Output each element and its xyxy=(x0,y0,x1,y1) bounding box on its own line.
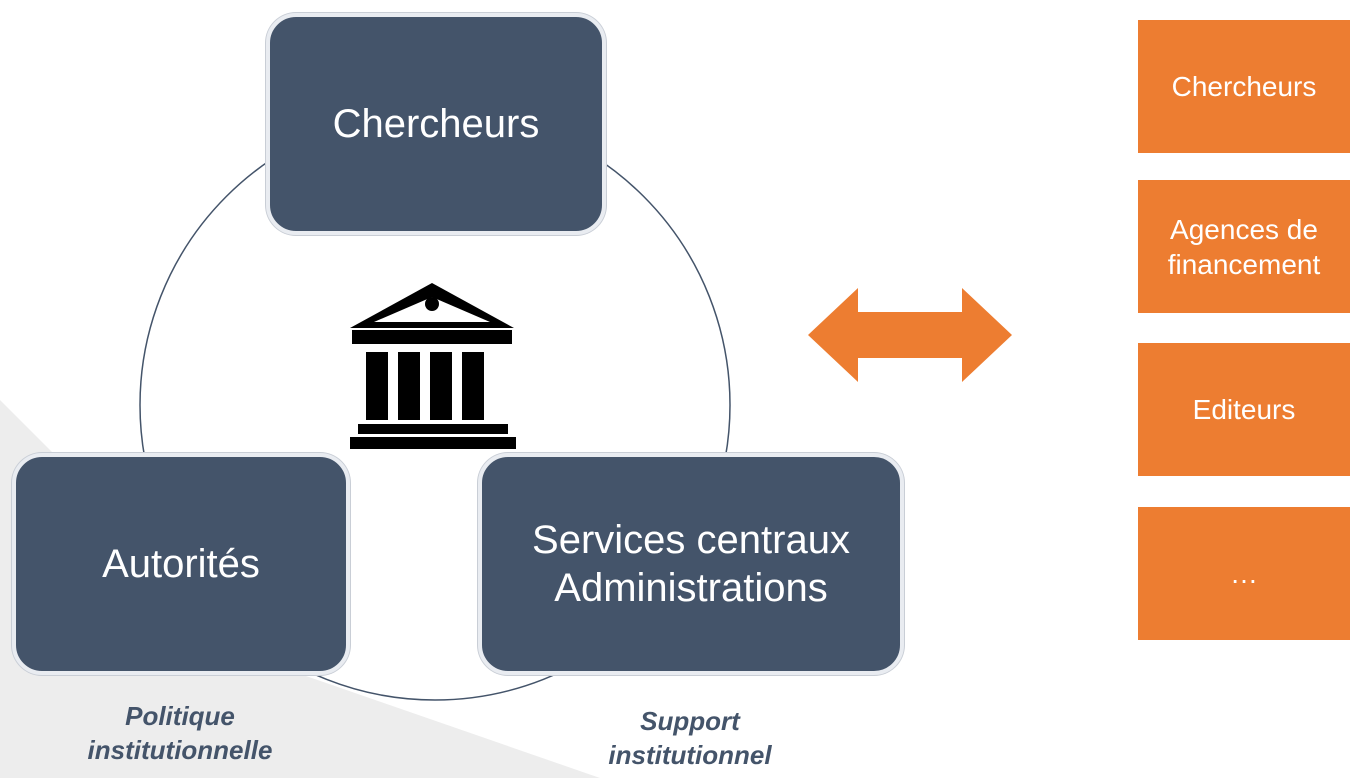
node-services: Services centraux Administrations xyxy=(478,453,904,675)
node-autorites-label: Autorités xyxy=(102,542,260,586)
stakeholder-box: Agences de financement xyxy=(1138,180,1350,313)
stakeholder-box: Chercheurs xyxy=(1138,20,1350,153)
stakeholder-label: Editeurs xyxy=(1192,394,1296,425)
caption-support: Support institutionnel xyxy=(608,706,772,770)
stakeholder-box: Editeurs xyxy=(1138,343,1350,476)
stakeholder-label: Agences de financement xyxy=(1167,213,1321,280)
node-chercheurs-label: Chercheurs xyxy=(332,102,540,146)
stakeholder-label: Chercheurs xyxy=(1171,71,1317,102)
stakeholder-box: … xyxy=(1138,507,1350,640)
node-services-label: Services centraux Administrations xyxy=(532,518,850,610)
node-chercheurs: Chercheurs xyxy=(266,13,606,235)
stakeholder-label: … xyxy=(1230,558,1258,589)
node-autorites: Autorités xyxy=(12,453,350,675)
caption-politique: Politique institutionnelle xyxy=(87,701,273,765)
